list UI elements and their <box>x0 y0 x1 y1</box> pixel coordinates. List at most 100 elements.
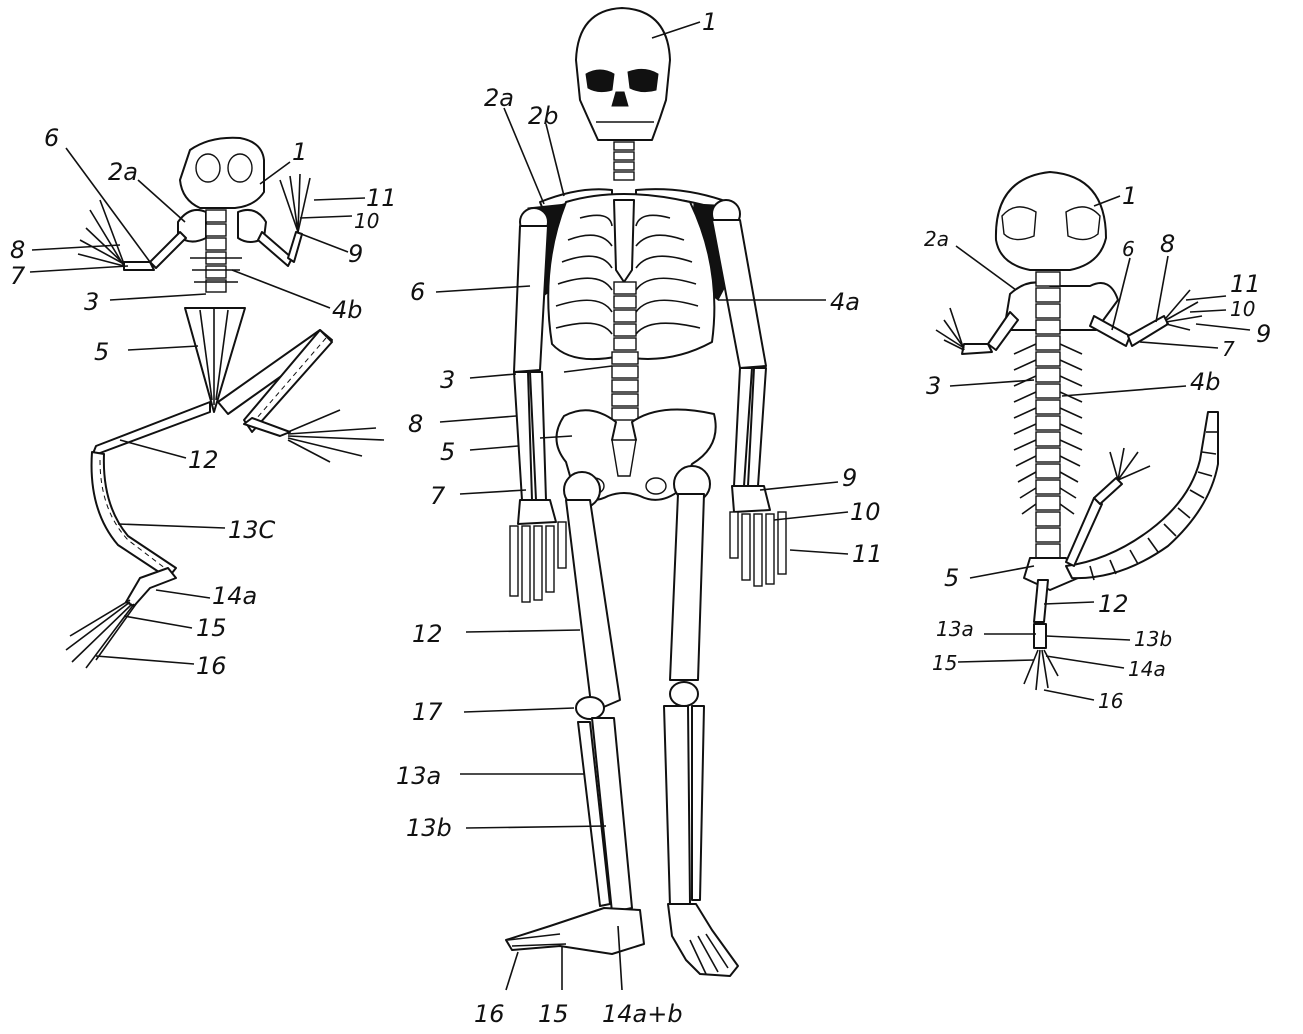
frog-label-8: 8 <box>10 236 25 264</box>
human-leader-13b <box>466 826 606 828</box>
frog-leader-5 <box>128 346 198 350</box>
human-leader-3 <box>470 374 516 378</box>
human-label-15: 15 <box>538 1000 569 1028</box>
salamander-hind-femur-right <box>1066 498 1102 566</box>
human-humerus-left <box>514 226 548 372</box>
frog-label-3: 3 <box>84 288 99 316</box>
salamander-leader-14a <box>1046 656 1124 668</box>
human-leader-11 <box>790 550 848 554</box>
frog-eye-orbit-left <box>196 154 220 182</box>
salamander-hind-tibia-left <box>1034 624 1046 648</box>
frog-leader-9 <box>296 232 348 252</box>
salamander-skeleton: 1 2a 6 8 11 10 9 7 3 4b 5 12 13a 13b 15 … <box>924 172 1271 713</box>
salamander-leader-10 <box>1190 310 1226 312</box>
salamander-label-3: 3 <box>926 372 941 400</box>
salamander-label-8: 8 <box>1160 230 1175 258</box>
salamander-leader-15 <box>958 660 1034 662</box>
human-label-17: 17 <box>412 698 443 726</box>
frog-label-14a: 14a <box>212 582 257 610</box>
human-fingers-left <box>510 522 566 602</box>
frog-label-16: 16 <box>196 652 227 680</box>
human-label-10: 10 <box>850 498 881 526</box>
salamander-leader-7 <box>1140 342 1218 348</box>
human-sternum <box>614 200 634 282</box>
frog-leader-2a <box>138 180 185 222</box>
frog-label-11: 11 <box>366 184 397 212</box>
frog-leader-11 <box>314 198 365 200</box>
frog-label-9: 9 <box>348 240 363 268</box>
salamander-hind-tibia-right <box>1094 478 1122 504</box>
human-leader-17 <box>464 708 574 712</box>
frog-foot-right <box>288 410 384 462</box>
frog-label-5: 5 <box>94 338 109 366</box>
frog-label-2a: 2a <box>108 158 138 186</box>
human-leader-3b <box>564 366 612 372</box>
frog-forearm-right <box>288 232 302 262</box>
salamander-label-5: 5 <box>944 564 959 592</box>
human-patella-left <box>576 697 604 719</box>
human-carpals-left <box>518 500 556 524</box>
salamander-label-11: 11 <box>1230 270 1261 298</box>
human-label-8: 8 <box>408 410 423 438</box>
human-label-9: 9 <box>842 464 857 492</box>
human-leader-5 <box>470 446 518 450</box>
human-fibula-right <box>692 706 704 900</box>
human-label-4a: 4a <box>830 288 860 316</box>
salamander-hind-foot-left <box>1024 650 1058 690</box>
salamander-leader-13b <box>1046 636 1130 640</box>
salamander-leader-4b <box>1062 386 1186 396</box>
frog-eye-orbit-right <box>228 154 252 182</box>
human-cervical-spine <box>614 142 634 180</box>
human-leader-8 <box>440 416 516 422</box>
salamander-leader-9 <box>1196 324 1250 330</box>
salamander-hind-foot-right <box>1110 448 1150 480</box>
frog-label-15: 15 <box>196 614 227 642</box>
human-tibia-right <box>664 706 690 906</box>
human-patella-right <box>670 682 698 706</box>
frog-hand-left <box>78 200 124 266</box>
human-label-2b: 2b <box>528 102 559 130</box>
human-label-1: 1 <box>702 8 717 36</box>
salamander-orbit-right <box>1066 207 1100 240</box>
salamander-tail <box>1066 412 1218 578</box>
human-label-16: 16 <box>474 1000 505 1028</box>
frog-tibiofibula-left <box>92 452 176 578</box>
human-label-2a: 2a <box>484 84 514 112</box>
human-label-13a: 13a <box>396 762 441 790</box>
human-label-13b: 13b <box>406 814 452 842</box>
human-label-6: 6 <box>410 278 425 306</box>
frog-label-10: 10 <box>354 209 379 233</box>
human-obturator-right <box>646 478 666 494</box>
human-foot-right <box>668 904 738 976</box>
salamander-label-7: 7 <box>1222 337 1235 361</box>
human-femur-left <box>566 500 620 712</box>
frog-leader-7 <box>30 266 128 272</box>
human-fingers-right <box>730 512 786 586</box>
human-label-14ab: 14a+b <box>602 1000 683 1028</box>
human-label-7: 7 <box>430 482 446 510</box>
human-skeleton: 1 2a 2b 6 4a 3 8 5 7 9 10 11 12 17 13a 1… <box>396 8 883 1028</box>
frog-leader-10 <box>300 216 352 218</box>
salamander-label-10: 10 <box>1230 297 1255 321</box>
frog-leader-14a <box>156 590 210 598</box>
salamander-orbit-left <box>1002 207 1036 240</box>
frog-label-13c: 13C <box>228 516 276 544</box>
frog-upper-arm-right <box>258 232 292 266</box>
salamander-hind-femur-left <box>1034 580 1048 622</box>
human-leader-9 <box>760 482 838 490</box>
human-label-12: 12 <box>412 620 443 648</box>
frog-ankle-left <box>126 568 176 606</box>
frog-leader-3 <box>110 294 206 300</box>
human-label-5: 5 <box>440 438 455 466</box>
human-leader-6 <box>436 286 530 292</box>
salamander-leader-12 <box>1044 602 1094 604</box>
salamander-label-6: 6 <box>1122 237 1135 261</box>
frog-label-12: 12 <box>188 446 219 474</box>
human-leader-16 <box>506 952 518 990</box>
frog-label-4b: 4b <box>332 296 363 324</box>
human-label-11: 11 <box>852 540 883 568</box>
frog-ankle-right <box>244 418 290 436</box>
salamander-forearm-left <box>962 344 992 354</box>
human-leader-2b <box>546 124 564 196</box>
